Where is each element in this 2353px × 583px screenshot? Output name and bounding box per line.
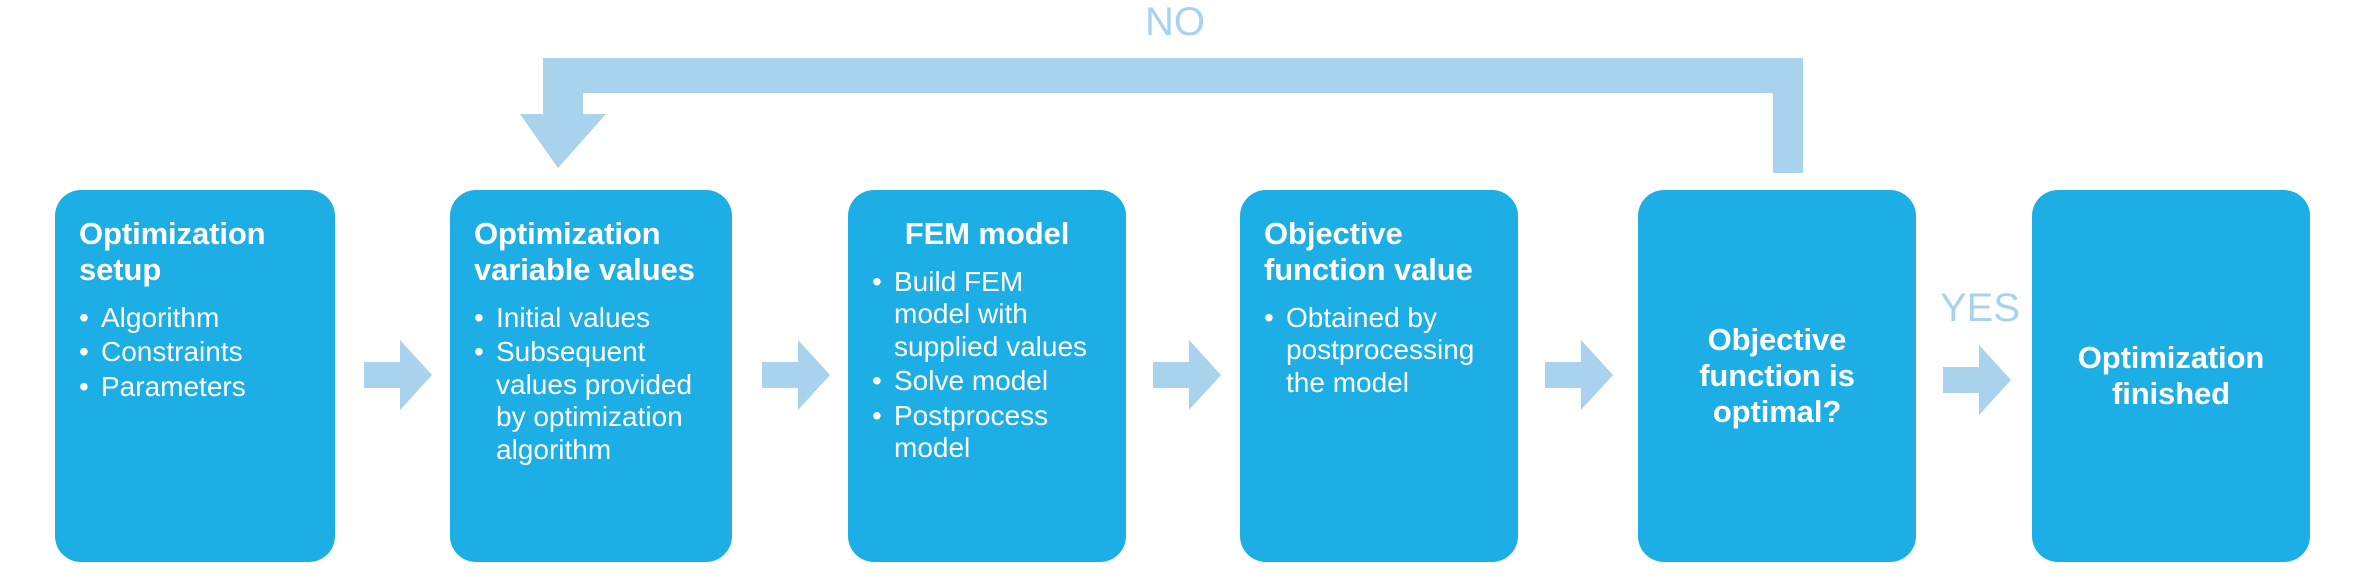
node-title: Optimization setup — [79, 216, 266, 287]
arrow-right-icon-2 — [762, 340, 830, 410]
list-item: Build FEM model with supplied values — [872, 266, 1102, 363]
arrow-right-icon-3 — [1153, 340, 1221, 410]
no-feedback-loop-arrow — [520, 58, 1820, 178]
list-item: Solve model — [872, 365, 1102, 398]
list-item: Algorithm — [79, 302, 311, 335]
node-bullet-list: Build FEM model with supplied values Sol… — [872, 266, 1102, 465]
list-item: Obtained by postprocessing the model — [1264, 302, 1494, 399]
node-bullet-list: Obtained by postprocessing the model — [1264, 302, 1494, 399]
arrow-right-icon-1 — [364, 340, 432, 410]
node-title: Objective function value — [1264, 216, 1473, 287]
list-item: Subsequent values provided by optimizati… — [474, 336, 708, 466]
node-objective-function-is-optimal[interactable]: Objective function is optimal? — [1638, 190, 1916, 562]
node-objective-function-value[interactable]: Objective function value Obtained by pos… — [1240, 190, 1518, 562]
list-item: Constraints — [79, 336, 311, 369]
node-title: Optimization variable values — [474, 216, 695, 287]
node-fem-model[interactable]: FEM model Build FEM model with supplied … — [848, 190, 1126, 562]
arrow-right-icon-5 — [1943, 345, 2011, 415]
node-optimization-variable-values[interactable]: Optimization variable values Initial val… — [450, 190, 732, 562]
list-item: Postprocess model — [872, 400, 1102, 465]
node-title: Optimization finished — [2077, 340, 2265, 411]
node-title: FEM model — [904, 216, 1070, 251]
node-optimization-setup[interactable]: Optimization setup Algorithm Constraints… — [55, 190, 335, 562]
node-bullet-list: Algorithm Constraints Parameters — [79, 302, 311, 404]
list-item: Parameters — [79, 371, 311, 404]
edge-label-no: NO — [1145, 0, 1205, 44]
edge-label-yes: YES — [1940, 286, 2021, 330]
list-item: Initial values — [474, 302, 708, 335]
arrow-right-icon-4 — [1545, 340, 1613, 410]
node-bullet-list: Initial values Subsequent values provide… — [474, 302, 708, 466]
node-optimization-finished[interactable]: Optimization finished — [2032, 190, 2310, 562]
node-title: Objective function is optimal? — [1699, 322, 1855, 429]
